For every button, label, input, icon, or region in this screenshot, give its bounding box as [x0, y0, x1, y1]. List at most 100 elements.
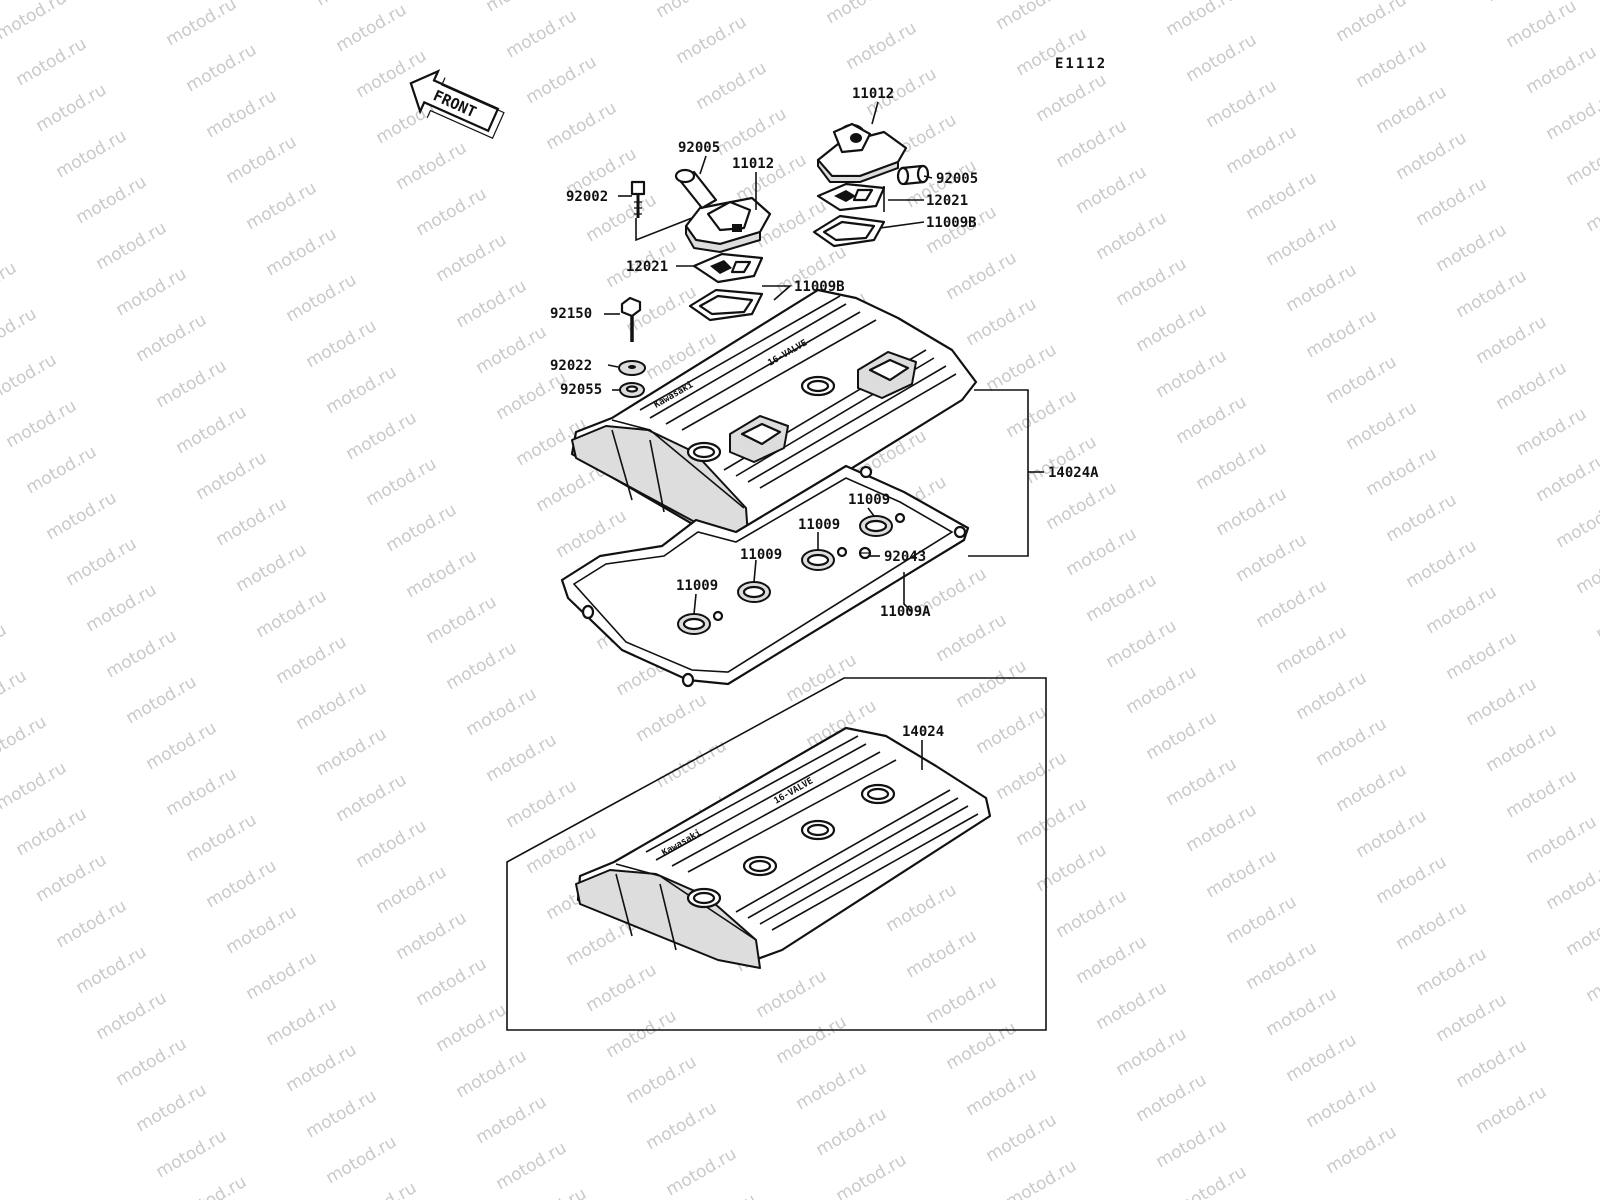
- watermark-text: motod.ru: [13, 804, 91, 860]
- watermark-text: motod.ru: [1263, 984, 1341, 1040]
- watermark-text: motod.ru: [1203, 846, 1281, 902]
- watermark-text: motod.ru: [73, 942, 151, 998]
- watermark-text: motod.ru: [653, 736, 731, 792]
- hose-fitting-92005-left-icon: [674, 168, 718, 210]
- watermark-text: motod.ru: [843, 18, 921, 74]
- watermark-text: motod.ru: [63, 534, 141, 590]
- watermark-text: motod.ru: [123, 672, 201, 728]
- watermark-text: motod.ru: [1333, 0, 1411, 46]
- watermark-text: motod.ru: [263, 224, 341, 280]
- watermark-text: motod.ru: [53, 896, 131, 952]
- watermark-text: motod.ru: [1583, 950, 1600, 1006]
- watermark-text: motod.ru: [513, 1184, 591, 1200]
- watermark-text: motod.ru: [1153, 346, 1231, 402]
- watermark-text: motod.ru: [0, 304, 40, 360]
- watermark-text: motod.ru: [1103, 616, 1181, 672]
- watermark-text: motod.ru: [1293, 668, 1371, 724]
- breather-cover-right-icon: [816, 122, 908, 183]
- diagram-code: E1112: [1055, 56, 1107, 72]
- watermark-text: motod.ru: [343, 1178, 421, 1200]
- watermark-text: motod.ru: [663, 1144, 741, 1200]
- watermark-text: motod.ru: [1373, 82, 1451, 138]
- watermark-text: motod.ru: [1503, 0, 1581, 52]
- watermark-text: motod.ru: [1253, 576, 1331, 632]
- watermark-text: motod.ru: [503, 776, 581, 832]
- watermark-text: motod.ru: [193, 448, 271, 504]
- watermark-text: motod.ru: [1003, 1156, 1081, 1200]
- watermark-text: motod.ru: [1593, 588, 1600, 644]
- watermark-text: motod.ru: [223, 902, 301, 958]
- watermark-text: motod.ru: [983, 1110, 1061, 1166]
- watermark-text: motod.ru: [1213, 484, 1291, 540]
- watermark-text: motod.ru: [443, 638, 521, 694]
- watermark-text: motod.ru: [973, 702, 1051, 758]
- watermark-text: motod.ru: [1493, 358, 1571, 414]
- watermark-text: motod.ru: [413, 954, 491, 1010]
- watermark-text: motod.ru: [623, 1052, 701, 1108]
- watermark-text: motod.ru: [333, 0, 411, 56]
- label-11009-2: 11009: [740, 547, 782, 563]
- watermark-text: motod.ru: [153, 356, 231, 412]
- watermark-text: motod.ru: [303, 316, 381, 372]
- watermark-text: motod.ru: [543, 98, 621, 154]
- watermark-text: motod.ru: [233, 540, 311, 596]
- watermark-text: motod.ru: [253, 586, 331, 642]
- watermark-text: motod.ru: [953, 656, 1031, 712]
- watermark-text: motod.ru: [363, 454, 441, 510]
- watermark-text: motod.ru: [133, 1080, 211, 1136]
- watermark-text: motod.ru: [1363, 444, 1441, 500]
- label-14024a: 14024A: [1048, 465, 1099, 481]
- cylinder-head-cover-lower-icon: Kawasaki 16-VALVE: [575, 726, 992, 969]
- watermark-text: motod.ru: [1013, 794, 1091, 850]
- label-11009-4: 11009: [848, 492, 890, 508]
- watermark-text: motod.ru: [243, 178, 321, 234]
- watermark-text: motod.ru: [1093, 208, 1171, 264]
- watermark-text: motod.ru: [283, 270, 361, 326]
- watermark-text: motod.ru: [753, 966, 831, 1022]
- watermark-text: motod.ru: [223, 132, 301, 188]
- label-92022: 92022: [550, 358, 592, 374]
- watermark-text: motod.ru: [1303, 306, 1381, 362]
- watermark-text: motod.ru: [523, 52, 601, 108]
- watermark-text: motod.ru: [1183, 30, 1261, 86]
- watermark-text: motod.ru: [1423, 582, 1501, 638]
- watermark-text: motod.ru: [1033, 840, 1111, 896]
- watermark-text: motod.ru: [243, 948, 321, 1004]
- grommet-92055-icon: [619, 382, 645, 398]
- watermark-text: motod.ru: [1183, 800, 1261, 856]
- watermark-text: motod.ru: [1313, 714, 1391, 770]
- watermark-text: motod.ru: [1073, 162, 1151, 218]
- watermark-text: motod.ru: [483, 0, 561, 16]
- watermark-text: motod.ru: [713, 104, 791, 160]
- watermark-text: motod.ru: [683, 1190, 761, 1200]
- watermark-text: motod.ru: [1473, 1082, 1551, 1138]
- watermark-text: motod.ru: [1233, 530, 1311, 586]
- watermark-text: motod.ru: [23, 442, 101, 498]
- watermark-text: motod.ru: [473, 1092, 551, 1148]
- watermark-text: motod.ru: [1373, 852, 1451, 908]
- label-12021-right: 12021: [926, 193, 968, 209]
- watermark-text: motod.ru: [1323, 1122, 1401, 1178]
- watermark-text: motod.ru: [813, 1104, 891, 1160]
- watermark-text: motod.ru: [1053, 116, 1131, 172]
- washer-92022-icon: [618, 360, 646, 376]
- label-14024: 14024: [902, 724, 944, 740]
- watermark-text: motod.ru: [1113, 254, 1191, 310]
- watermark-text: motod.ru: [483, 730, 561, 786]
- label-92043: 92043: [884, 549, 926, 565]
- watermark-text: motod.ru: [1193, 438, 1271, 494]
- watermark-text: motod.ru: [453, 276, 531, 332]
- watermark-text: motod.ru: [633, 690, 711, 746]
- watermark-text: motod.ru: [113, 264, 191, 320]
- label-11009a: 11009A: [880, 604, 931, 620]
- watermark-text: motod.ru: [213, 494, 291, 550]
- watermark-text: motod.ru: [1173, 1162, 1251, 1200]
- watermark-text: motod.ru: [1523, 42, 1600, 98]
- watermark-text: motod.ru: [883, 880, 961, 936]
- watermark-text: motod.ru: [523, 822, 601, 878]
- watermark-text: motod.ru: [353, 816, 431, 872]
- watermark-text: motod.ru: [943, 1018, 1021, 1074]
- watermark-text: motod.ru: [373, 862, 451, 918]
- watermark-text: motod.ru: [1393, 128, 1471, 184]
- plug-gasket-4-icon: [859, 512, 906, 537]
